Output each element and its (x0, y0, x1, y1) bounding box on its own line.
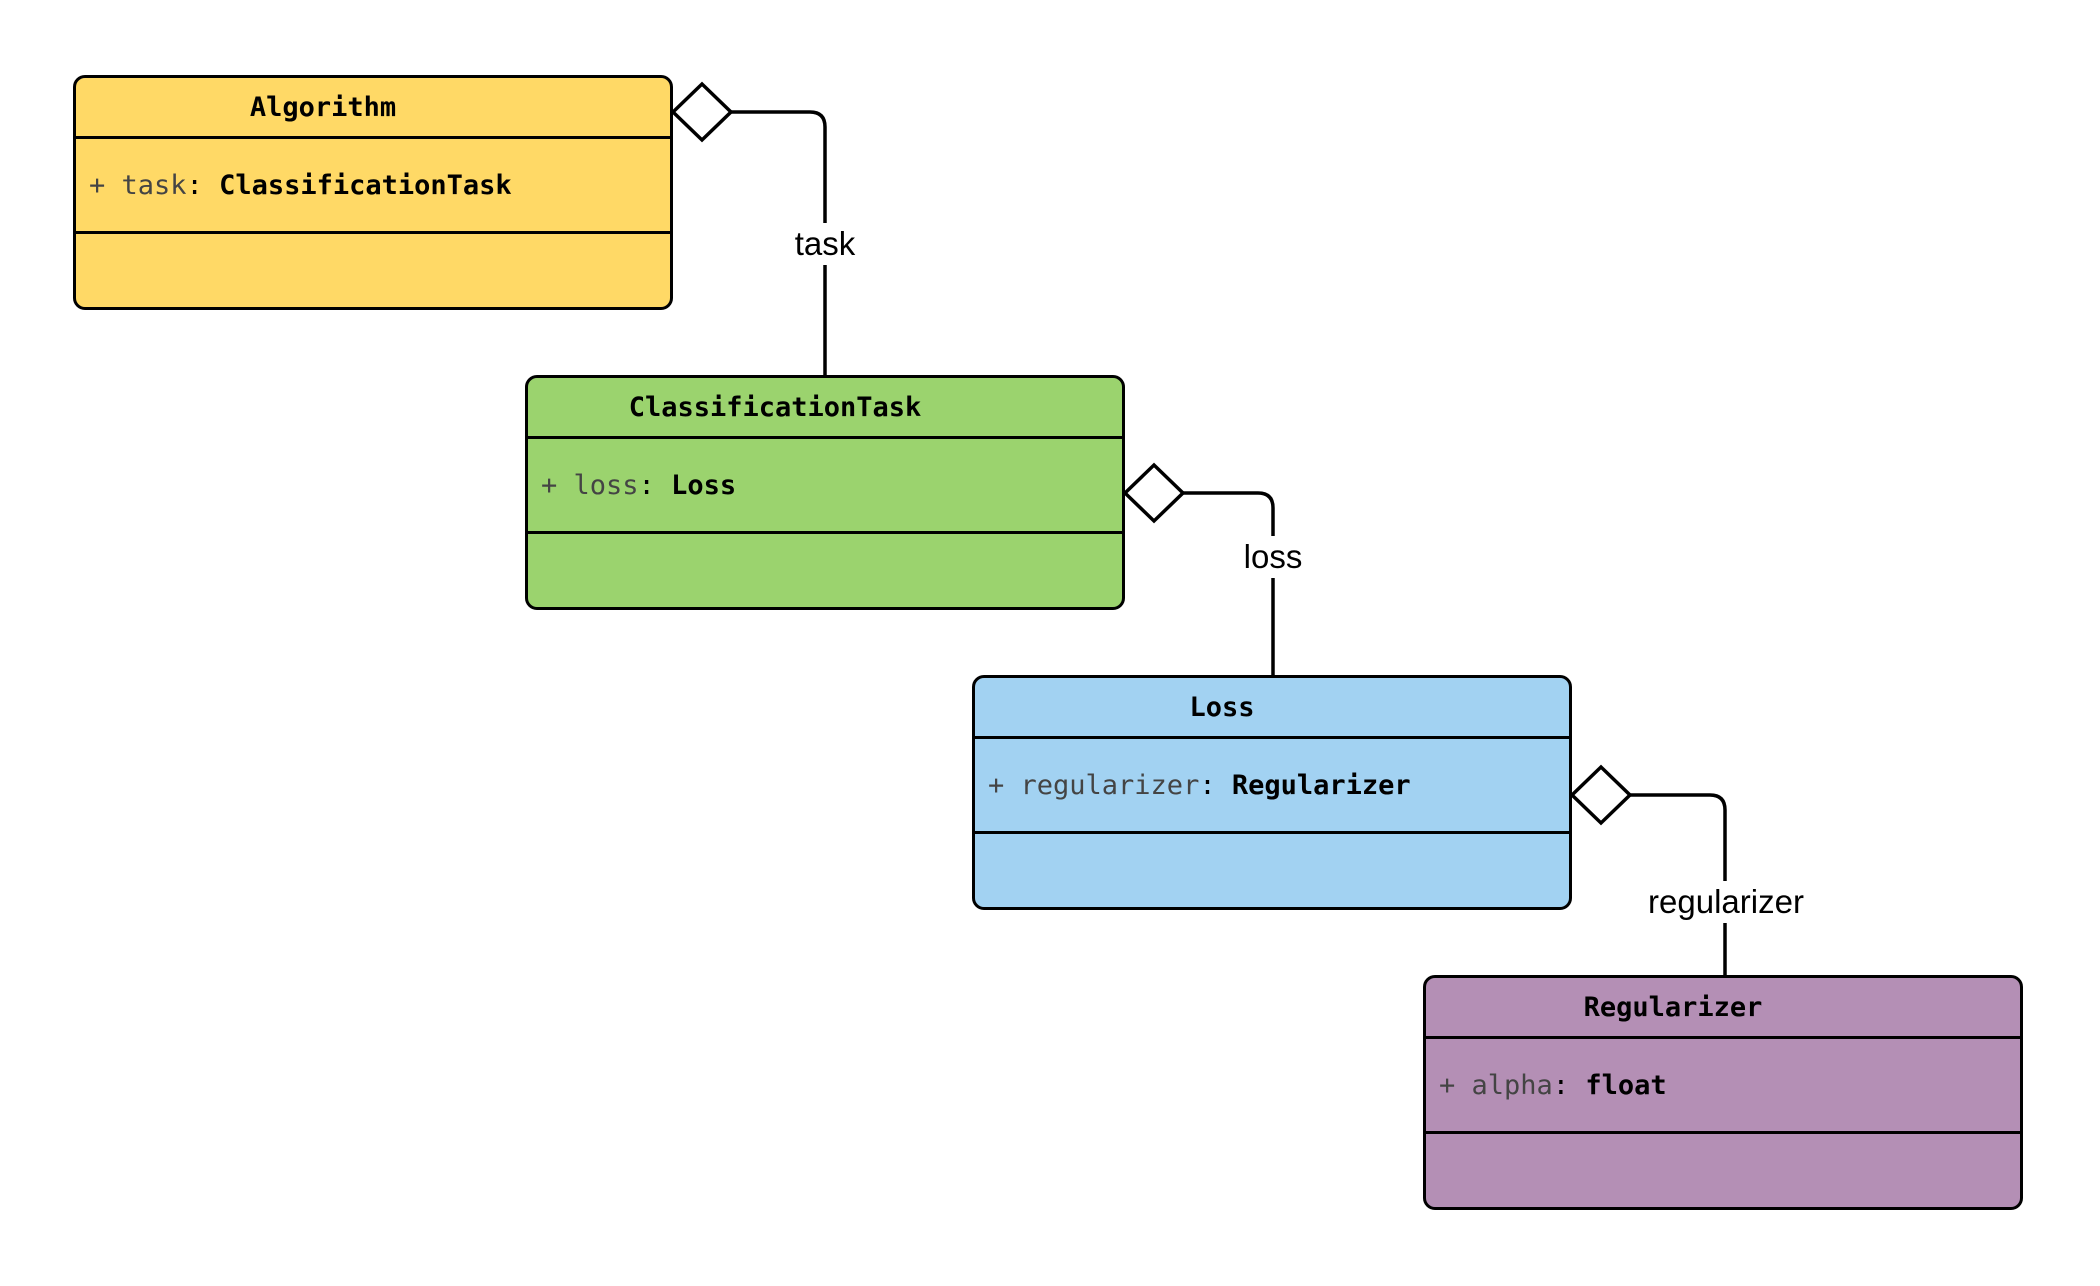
attribute-separator: : (186, 169, 220, 201)
edge-label-loss: loss (1236, 536, 1310, 578)
class-empty-compartment (1426, 1134, 2020, 1207)
aggregation-diamond-icon (670, 81, 734, 143)
class-box-loss: Loss + regularizer: Regularizer (972, 675, 1572, 910)
class-attribute-row: + task: ClassificationTask (76, 139, 670, 234)
edge-label-task: task (787, 223, 863, 265)
attribute-name: + task (89, 169, 187, 201)
class-attribute-row: + regularizer: Regularizer (975, 739, 1569, 834)
attribute-type: Regularizer (1231, 769, 1411, 801)
attribute-type: Loss (671, 469, 737, 501)
attribute-separator: : (1199, 769, 1232, 801)
edge-label-regularizer: regularizer (1641, 881, 1811, 923)
attribute-name: + alpha (1439, 1069, 1553, 1101)
attribute-separator: : (638, 469, 672, 501)
aggregation-diamond-icon (1569, 764, 1633, 826)
attribute-name: + regularizer (988, 769, 1200, 801)
attribute-name: + loss (541, 469, 639, 501)
class-title: ClassificationTask (528, 378, 1122, 439)
class-box-classificationtask: ClassificationTask + loss: Loss (525, 375, 1125, 610)
aggregation-diamond-icon (1122, 462, 1186, 524)
class-attribute-row: + alpha: float (1426, 1039, 2020, 1134)
class-empty-compartment (76, 234, 670, 307)
class-empty-compartment (975, 834, 1569, 907)
attribute-type: ClassificationTask (219, 169, 512, 201)
class-title: Algorithm (76, 78, 670, 139)
class-title: Regularizer (1426, 978, 2020, 1039)
class-box-algorithm: Algorithm + task: ClassificationTask (73, 75, 673, 310)
attribute-separator: : (1552, 1069, 1586, 1101)
class-title: Loss (975, 678, 1569, 739)
connector-line-loss (1183, 491, 1275, 677)
attribute-type: float (1585, 1069, 1667, 1101)
class-empty-compartment (528, 534, 1122, 607)
class-attribute-row: + loss: Loss (528, 439, 1122, 534)
class-box-regularizer: Regularizer + alpha: float (1423, 975, 2023, 1210)
